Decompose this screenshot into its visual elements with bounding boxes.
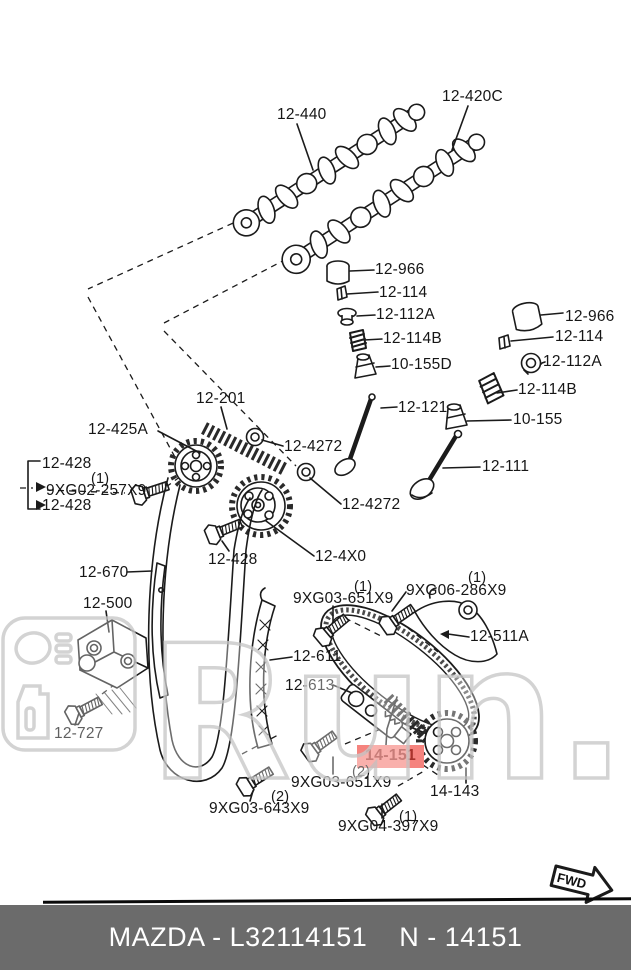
part-label-12-428: 12-428 (42, 497, 92, 514)
part-label-12-428: 12-428 (42, 455, 92, 472)
part-label-12-114: 12-114 (379, 284, 428, 301)
part-label-12-428: 12-428 (208, 551, 258, 568)
qty-label-1: (1) (468, 570, 487, 586)
bolt-9XG03-651X9-b (298, 725, 342, 766)
part-label-12-4272: 12-4272 (284, 438, 343, 455)
leader-12-440 (296, 123, 314, 171)
part-label-12-966: 12-966 (565, 308, 615, 325)
valve-keeper-icon (336, 285, 348, 301)
part-label-12-727: 12-727 (54, 725, 104, 742)
part-label-12-670: 12-670 (79, 564, 129, 581)
lower-bolts (233, 591, 420, 830)
part-label-12-511A: 12-511A (470, 628, 529, 645)
part-label-12-112A: 12-112A (376, 306, 435, 323)
leader-12-420C (451, 105, 469, 151)
part-label-9XG02-257X9: 9XG02-257X9 (46, 482, 147, 499)
qty-label-1: (1) (399, 809, 418, 825)
fwd-label: FWD (556, 870, 588, 892)
fwd-arrow: FWD (549, 864, 614, 904)
washer-12-4272-b (296, 462, 316, 482)
tensioner-arm-12-511A (414, 587, 498, 663)
vvt-sprocket-exhaust (229, 474, 293, 538)
part-label-12-114: 12-114 (555, 328, 604, 345)
qty-label-2: (2) (352, 764, 371, 780)
chain-guide-12-611 (249, 587, 276, 749)
part-label-12-440: 12-440 (277, 106, 327, 123)
part-label-12-420C: 12-420C (442, 88, 503, 105)
part-label-9XG06-286X9: 9XG06-286X9 (406, 582, 507, 599)
valve-keeper-icon (498, 334, 511, 350)
group-bracket (27, 460, 46, 510)
footer-bar: MAZDA - L32114151 N - 14151 (0, 905, 631, 970)
valvetrain-left (326, 260, 398, 477)
part-label-12-121: 12-121 (398, 399, 448, 416)
main-chain-loop (147, 477, 263, 783)
footer-catalog-number: N - 14151 (399, 922, 523, 952)
part-label-12-201: 12-201 (196, 390, 246, 407)
part-label-12-4X0: 12-4X0 (315, 548, 367, 565)
crank-sprocket-14-143 (416, 710, 478, 772)
part-label-14-143: 14-143 (430, 783, 480, 800)
part-label-12-112A: 12-112A (543, 353, 602, 370)
part-label-10-155D: 10-155D (391, 356, 452, 373)
part-label-12-500: 12-500 (83, 595, 133, 612)
part-label-12-425A: 12-425A (88, 421, 149, 438)
part-label-9XG03-643X9: 9XG03-643X9 (209, 800, 310, 817)
camshaft-exhaust (281, 133, 486, 275)
valve-icon-12-121 (334, 393, 376, 477)
part-label-12-966: 12-966 (375, 261, 425, 278)
spring-retainer-icon (337, 307, 357, 326)
part-label-12-4272: 12-4272 (342, 496, 401, 513)
qty-label-2: (2) (271, 789, 290, 805)
part-label-9XG04-397X9: 9XG04-397X9 (338, 818, 439, 835)
part-label-9XG03-651X9: 9XG03-651X9 (293, 590, 394, 607)
tappet-bucket-icon (511, 301, 543, 332)
part-label-12-613: 12-613 (285, 677, 335, 694)
diagram-canvas: FWD (20, 103, 614, 904)
cam-chain-assembly (27, 406, 342, 557)
qty-label-1: (1) (354, 579, 373, 595)
spring-retainer-icon (520, 352, 542, 375)
part-label-highlighted-14-151[interactable]: 14-151 (357, 745, 425, 768)
part-label-12-114B: 12-114B (383, 330, 442, 347)
tappet-bucket-icon (326, 260, 350, 285)
valve-spring-icon (349, 329, 367, 352)
valve-spring-icon (478, 372, 505, 405)
valvetrain-right (409, 301, 564, 501)
valve-icon-12-111 (409, 429, 463, 501)
valve-seal-icon (354, 353, 377, 379)
part-label-9XG03-651X9: 9XG03-651X9 (291, 774, 392, 791)
washer-12-4272-a (245, 427, 265, 447)
part-label-12-114B: 12-114B (518, 381, 577, 398)
camshaft-intake (232, 103, 426, 237)
valve-seal-icon (445, 403, 468, 430)
part-label-12-611: 12-611 (293, 648, 342, 665)
qty-label-1: (1) (91, 471, 110, 487)
chain-tensioner-12-500 (77, 619, 149, 715)
part-label-12-111: 12-111 (482, 458, 530, 475)
part-label-10-155: 10-155 (513, 411, 563, 428)
footer-brand-part-number: MAZDA - L32114151 (108, 922, 368, 952)
vvt-sprocket-intake (168, 438, 224, 494)
chain-guide-12-670 (151, 562, 169, 699)
bolt-12-727 (62, 690, 107, 729)
